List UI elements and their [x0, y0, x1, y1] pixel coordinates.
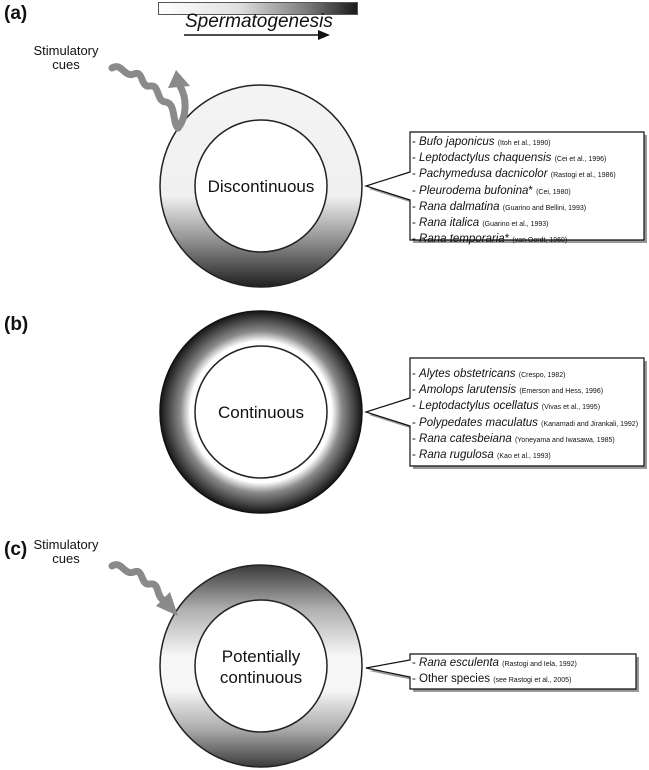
species-item: - Leptodactylus chaquensis (Cei et al., … — [412, 152, 607, 165]
species-item: - Alytes obstetricans (Crespo, 1982) — [412, 368, 566, 380]
callout-box-a — [364, 131, 647, 243]
spermatogenesis-title: Spermatogenesis — [185, 11, 333, 32]
species-item: - Rana catesbeiana (Yoneyama and Iwasawa… — [412, 432, 615, 445]
stimulatory-cue-arrow-c — [108, 561, 178, 616]
stimulatory-cues-label-a: Stimulatory cues — [33, 43, 99, 72]
ring-potentially-continuous — [159, 564, 363, 768]
species-list-b: - Alytes obstetricans (Crespo, 1982) - A… — [412, 367, 638, 464]
ring-continuous — [159, 310, 363, 514]
panel-label-c: (c) — [4, 539, 28, 560]
ring-label-continuous: Continuous — [217, 403, 304, 422]
species-list-c: - Rana esculenta (Rastogi and Iela, 1992… — [412, 656, 577, 688]
species-list-a: - Bufo japonicus (Itoh et al., 1990) - L… — [412, 135, 616, 248]
species-item: - Rana rugulosa (Kao et al., 1993) — [412, 449, 551, 462]
ring-label-potentially-continuous: Potentially continuous — [219, 647, 303, 687]
ring-discontinuous — [159, 84, 363, 288]
callout-box-c — [365, 653, 639, 692]
panel-label-b: (b) — [4, 314, 29, 335]
callout-box-b — [364, 357, 647, 469]
species-item: - Bufo japonicus (Itoh et al., 1990) — [412, 136, 551, 148]
species-item: - Leptodactylus ocellatus (Vivas et al.,… — [412, 400, 601, 413]
species-item: - Polypedates maculatus (Kanamadi and Ji… — [412, 416, 639, 429]
species-item: - Amolops larutensis (Emerson and Hess, … — [412, 384, 604, 397]
species-item: - Rana temporaria* (van Oordt, 1960) — [412, 233, 568, 246]
species-item: - Pachymedusa dacnicolor (Rastogi et al.… — [412, 168, 616, 181]
stimulatory-cues-label-c: Stimulatory cues — [33, 537, 99, 566]
species-item: - Rana dalmatina (Guarino and Bellini, 1… — [412, 200, 587, 213]
ring-label-discontinuous: Discontinuous — [207, 177, 315, 196]
species-item: - Pleurodema bufonina* (Cei, 1980) — [412, 184, 571, 197]
panel-label-a: (a) — [4, 3, 28, 24]
spermatogenesis-arrow — [184, 30, 330, 40]
species-item: - Rana italica (Guarino et al., 1993) — [412, 217, 549, 230]
stimulatory-cue-arrow-a — [108, 63, 190, 132]
species-item: - Rana esculenta (Rastogi and Iela, 1992… — [412, 657, 577, 669]
species-item: - Other species (see Rastogi et al., 200… — [412, 673, 572, 686]
spermatogenesis-gradient-bar — [158, 2, 358, 15]
